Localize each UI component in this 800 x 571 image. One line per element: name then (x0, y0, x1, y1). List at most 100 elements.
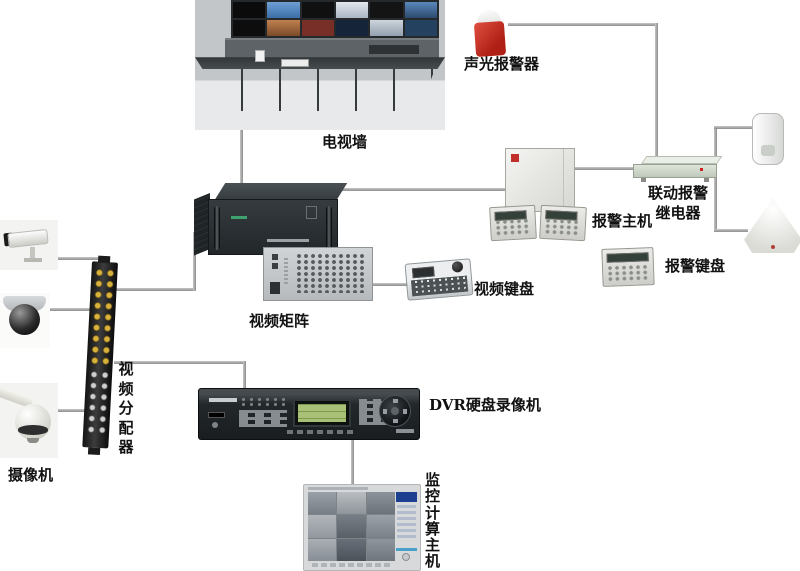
camera-view (308, 538, 337, 561)
tv-screen (370, 2, 403, 18)
tv-screen (404, 20, 437, 36)
rack-handle (214, 206, 220, 250)
alarm-host-seam (563, 149, 564, 211)
tv-wall-photo (195, 0, 445, 130)
dvr-lcd-screen (293, 399, 351, 427)
bnc-connectors-yellow (89, 267, 115, 369)
mainframe-front-panel (208, 199, 338, 255)
tv-screen (301, 20, 334, 36)
alarm-host-label: 报警主机 (592, 212, 653, 230)
monitoring-host-screenshot (303, 484, 421, 571)
dvr-label: DVR硬盘录像机 (429, 396, 541, 414)
app-round-button (402, 553, 410, 561)
camera-label: 摄像机 (8, 466, 54, 484)
console-desk-front (205, 69, 435, 111)
camera-view (308, 515, 337, 538)
wire-siren-to-relay (655, 23, 658, 162)
dvr-model-text (396, 429, 414, 433)
matrix-power-inlet (270, 282, 280, 294)
mounting-ear (87, 447, 101, 455)
linkage-relay-label: 联动报警 继电器 (636, 183, 720, 223)
wire-detector-junction (714, 126, 717, 232)
sound-light-alarm-device (470, 7, 512, 58)
camera-view (337, 492, 366, 515)
video-distributor-device (82, 255, 118, 455)
jog-down-arrow (393, 419, 398, 423)
dvr-jog-dial (379, 395, 411, 427)
pir-window (761, 145, 775, 156)
camera-view (366, 492, 395, 515)
wire-tvwall-to-mainframe (240, 126, 243, 188)
dome-camera-photo (0, 293, 50, 348)
relay-front-panel (633, 164, 717, 178)
dvr-lcd-display (298, 404, 346, 422)
video-keyboard-label: 视频键盘 (474, 280, 535, 298)
tv-screen (370, 20, 403, 36)
relay-foot (704, 178, 709, 182)
alarm-host-keypad-2 (539, 204, 587, 242)
video-distributor-label: 视频分配器 (118, 360, 134, 456)
console-box (255, 50, 265, 62)
tv-screen (404, 2, 437, 18)
siren-body (473, 20, 507, 58)
bullet-camera-photo (0, 220, 58, 270)
matrix-mainframe-device (192, 183, 348, 256)
camera-base (24, 258, 42, 262)
dvr-device (198, 388, 420, 440)
camera-view-grid (308, 492, 395, 561)
keypad-buttons (494, 218, 532, 237)
ptz-bottom-cap (27, 438, 39, 443)
dvr-brand-logo (209, 398, 237, 402)
dvr-led-indicators (241, 397, 287, 406)
wire-siren-horizontal (508, 23, 658, 26)
camera-view (366, 538, 395, 561)
alarm-host-logo (511, 154, 519, 162)
tv-screen (301, 2, 334, 18)
relay-foot (641, 178, 646, 182)
video-matrix-label: 视频矩阵 (249, 312, 310, 330)
bnc-connectors-white (85, 369, 110, 439)
tv-screen (267, 20, 300, 36)
jog-right-arrow (403, 409, 407, 414)
wire-distributor-to-dvr-v (243, 361, 246, 390)
pir-motion-detector (752, 113, 784, 165)
keyboard-joystick (451, 260, 464, 273)
video-matrix-device (263, 247, 373, 301)
ptz-lens-band (18, 425, 48, 435)
wire-mainframe-to-alarmhost (331, 188, 506, 191)
dvr-usb-slot (208, 412, 225, 418)
app-toolbar-buttons (312, 563, 392, 567)
ptz-camera-photo (0, 383, 58, 458)
tv-screen (335, 2, 369, 18)
wire-to-ceiling-detector (714, 229, 748, 232)
wire-dome-camera (46, 308, 102, 311)
tv-wall-label: 电视墙 (322, 133, 368, 151)
camera-view (337, 538, 366, 561)
dvr-key-grid-left (239, 410, 287, 427)
tv-screen (335, 20, 369, 36)
wire-distributor-to-dvr-h (114, 361, 246, 364)
camera-body (7, 228, 49, 249)
monitoring-host-label: 监控计算主机 (424, 471, 440, 571)
linkage-relay-label-line1: 联动报警 (647, 184, 708, 202)
matrix-port-block (272, 254, 278, 260)
console-desk-top (195, 57, 445, 69)
linkage-relay-device (633, 156, 723, 182)
camera-mount (30, 247, 35, 259)
monitor-wall (231, 0, 439, 38)
keypad-lcd (606, 252, 649, 263)
tv-screen (233, 2, 266, 18)
wire-dvr-to-monitor (351, 430, 354, 486)
app-logo (396, 492, 417, 502)
alarm-keypad-device (601, 247, 655, 287)
tv-screen (233, 20, 266, 36)
jog-left-arrow (383, 409, 387, 414)
alarm-host-keypad-1 (489, 204, 537, 242)
sound-light-alarm-label: 声光报警器 (464, 55, 540, 73)
wire-to-pir-detector (714, 126, 755, 129)
linkage-relay-label-line2: 继电器 (655, 204, 701, 222)
status-strip (396, 548, 417, 551)
keypad-buttons (606, 264, 650, 283)
wire-matrix-to-keyboard (368, 283, 410, 286)
